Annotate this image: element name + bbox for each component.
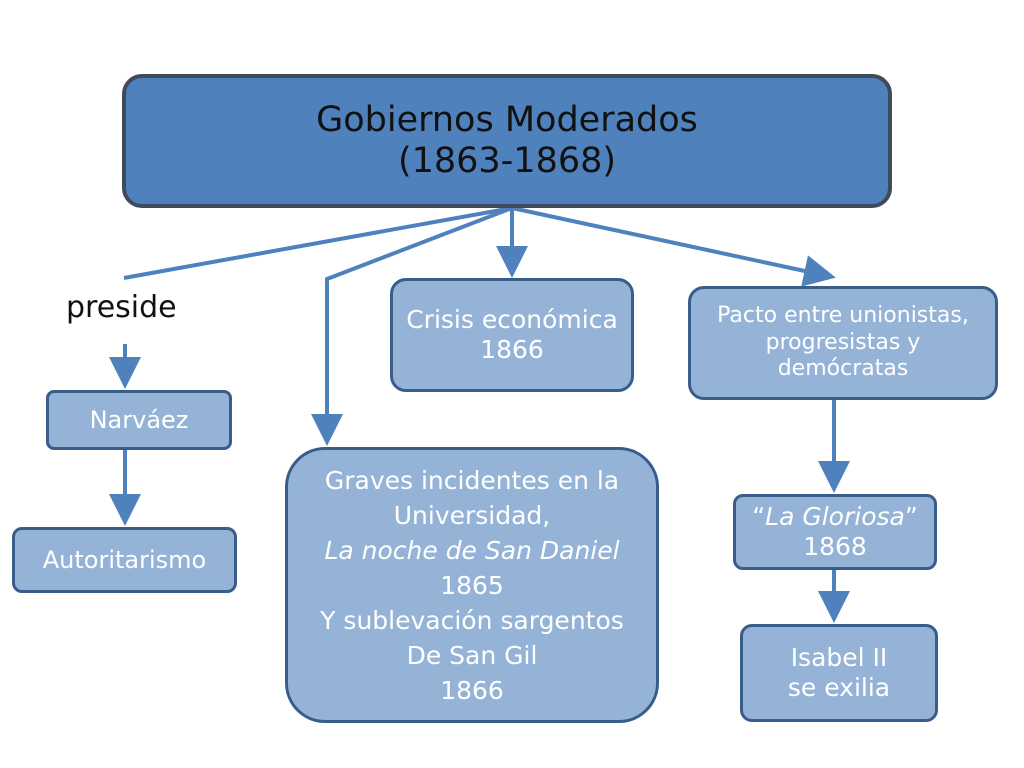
gloriosa-close-quote: ” [904, 502, 918, 531]
gloriosa-name: La Gloriosa [765, 502, 905, 531]
isabel-line-2: se exilia [787, 673, 891, 702]
connector-title-to-preside [123, 206, 513, 280]
gloriosa-year: 1868 [803, 532, 867, 561]
pacto-line-1: Pacto entre unionistas, [717, 303, 969, 329]
pacto-line-3: demócratas [777, 356, 909, 382]
pacto-line-2: progresistas y [765, 329, 921, 355]
autoritarismo-node: Autoritarismo [12, 527, 237, 593]
narvaez-label: Narváez [89, 405, 189, 434]
graves-line-6: De San Gil [406, 640, 538, 670]
title-line-2: (1863-1868) [397, 141, 617, 181]
crisis-line-1: Crisis económica [406, 305, 618, 334]
connector-title-to-pacto [511, 206, 836, 287]
preside-label: preside [66, 290, 177, 325]
title-node: Gobiernos Moderados (1863-1868) [122, 74, 892, 208]
graves-incidentes-node: Graves incidentes en la Universidad, La … [285, 447, 659, 723]
la-gloriosa-node: “La Gloriosa” 1868 [733, 494, 937, 570]
graves-line-5: Y sublevación sargentos [320, 605, 624, 635]
gloriosa-name-line: “La Gloriosa” [752, 502, 918, 532]
connector-title-to-graves [311, 206, 513, 446]
isabel-node: Isabel II se exilia [740, 624, 938, 722]
crisis-line-2: 1866 [480, 335, 544, 364]
pacto-node: Pacto entre unionistas, progresistas y d… [688, 286, 998, 400]
graves-line-2: Universidad, [393, 500, 551, 530]
narvaez-node: Narváez [46, 390, 232, 450]
crisis-node: Crisis económica 1866 [390, 278, 634, 392]
graves-line-7: 1866 [440, 675, 504, 705]
autoritarismo-label: Autoritarismo [42, 545, 207, 574]
graves-line-3: La noche de San Daniel [324, 535, 620, 565]
isabel-line-1: Isabel II [790, 643, 888, 672]
graves-line-4: 1865 [440, 570, 504, 600]
graves-line-1: Graves incidentes en la [324, 465, 620, 495]
title-line-1: Gobiernos Moderados [316, 99, 698, 140]
gloriosa-open-quote: “ [752, 502, 766, 531]
